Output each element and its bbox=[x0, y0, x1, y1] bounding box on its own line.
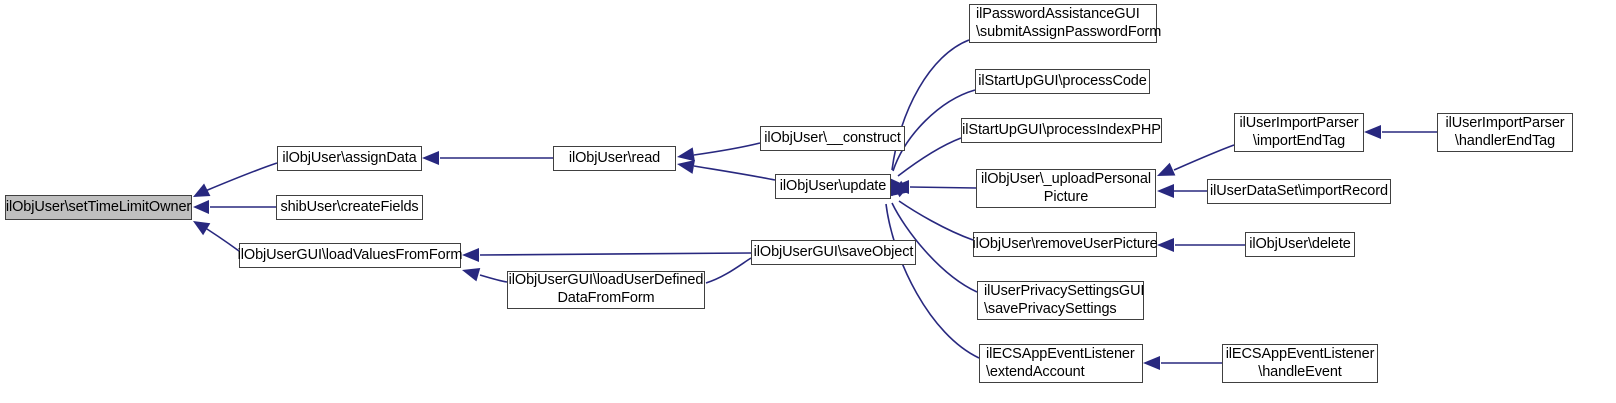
graph-edge-arrowhead bbox=[891, 180, 910, 196]
graph-node-handleEvent[interactable]: ilECSAppEventListener \handleEvent bbox=[1222, 344, 1378, 383]
graph-edge bbox=[479, 252, 752, 256]
graph-edge bbox=[891, 202, 978, 293]
graph-edge bbox=[897, 137, 962, 177]
graph-edge bbox=[197, 162, 278, 195]
graph-node-importEndTag[interactable]: ilUserImportParser \importEndTag bbox=[1234, 113, 1364, 152]
graph-edge bbox=[1173, 144, 1235, 171]
graph-edge-arrowhead bbox=[462, 248, 479, 262]
graph-node-setTimeLimitOwner[interactable]: ilObjUser\setTimeLimitOwner bbox=[5, 195, 192, 220]
graph-node-createFields[interactable]: shibUser\createFields bbox=[276, 195, 423, 220]
graph-node-construct[interactable]: ilObjUser\__construct bbox=[760, 126, 905, 151]
graph-node-read[interactable]: ilObjUser\read bbox=[553, 146, 676, 171]
graph-node-removeUserPicture[interactable]: ilObjUser\removeUserPicture bbox=[972, 232, 1158, 257]
graph-node-savePrivacySettings[interactable]: ilUserPrivacySettingsGUI \savePrivacySet… bbox=[977, 281, 1144, 320]
graph-edge bbox=[898, 200, 974, 241]
graph-edge bbox=[705, 257, 752, 284]
graph-edge bbox=[909, 186, 977, 189]
graph-node-update[interactable]: ilObjUser\update bbox=[775, 174, 891, 199]
graph-node-importRecord[interactable]: ilUserDataSet\importRecord bbox=[1207, 179, 1391, 204]
graph-edge-arrowhead bbox=[677, 147, 695, 162]
graph-node-saveObject[interactable]: ilObjUserGUI\saveObject bbox=[751, 240, 916, 265]
graph-node-uploadPersonalPicture[interactable]: ilObjUser\_uploadPersonal Picture bbox=[976, 169, 1156, 208]
graph-edge bbox=[479, 274, 508, 283]
graph-edge-arrowhead bbox=[422, 151, 439, 165]
graph-edge bbox=[892, 89, 976, 172]
graph-edge-arrowhead bbox=[462, 267, 481, 282]
graph-node-deleteUser[interactable]: ilObjUser\delete bbox=[1245, 232, 1355, 257]
graph-edge-arrowhead bbox=[1143, 356, 1160, 370]
graph-edge-arrowhead bbox=[193, 183, 211, 197]
graph-edge-arrowhead bbox=[677, 160, 695, 174]
graph-edge-arrowhead bbox=[1157, 184, 1174, 198]
graph-edge bbox=[693, 142, 761, 156]
graph-node-loadValuesFromForm[interactable]: ilObjUserGUI\loadValuesFromForm bbox=[238, 243, 462, 268]
graph-node-loadUserDefinedDataFromForm[interactable]: ilObjUserGUI\loadUserDefined DataFromFor… bbox=[507, 271, 705, 309]
graph-node-submitAssignPasswordForm[interactable]: ilPasswordAssistanceGUI \submitAssignPas… bbox=[969, 4, 1161, 43]
graph-node-processCode[interactable]: ilStartUpGUI\processCode bbox=[975, 69, 1150, 94]
graph-edge bbox=[693, 165, 776, 181]
graph-edge-arrowhead bbox=[1157, 162, 1176, 176]
graph-node-processIndexPHP[interactable]: ilStartUpGUI\processIndexPHP bbox=[961, 118, 1162, 143]
graph-node-assignData[interactable]: ilObjUser\assignData bbox=[277, 146, 422, 171]
graph-edge-arrowhead bbox=[1157, 238, 1174, 252]
graph-edge-arrowhead bbox=[1364, 125, 1381, 139]
graph-node-handlerEndTag[interactable]: ilUserImportParser \handlerEndTag bbox=[1437, 113, 1573, 152]
graph-node-extendAccount[interactable]: ilECSAppEventListener \extendAccount bbox=[979, 344, 1143, 383]
graph-edge-arrowhead bbox=[193, 200, 209, 214]
graph-edge-arrowhead bbox=[193, 221, 211, 236]
graph-edge bbox=[885, 203, 980, 359]
